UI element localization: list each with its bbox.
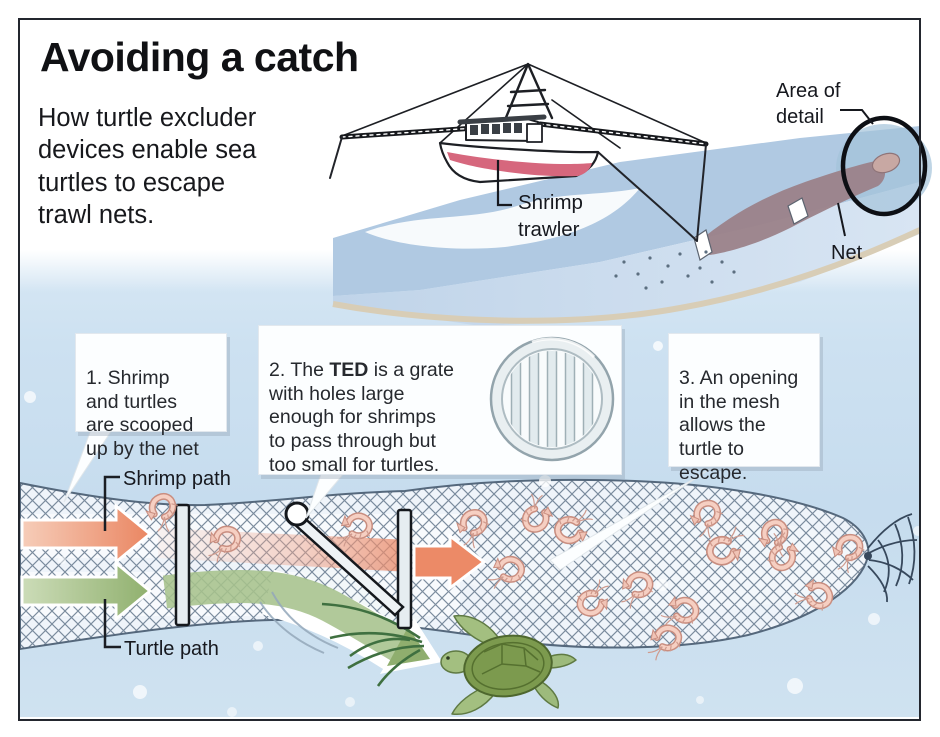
area-of-detail-label: Area of detail — [776, 80, 841, 128]
turtle-path-arrow — [20, 559, 153, 623]
shrimp-path-arrow — [20, 502, 153, 566]
turtle-path-label: Turtle path — [124, 638, 219, 660]
underwater-trawl-net — [614, 152, 901, 290]
water-swirl-lines — [259, 591, 339, 654]
step-1-callout: 1. Shrimp and turtles are scooped up by … — [75, 333, 227, 460]
net-tail-knot — [864, 513, 918, 603]
callout-tails — [63, 426, 712, 571]
turtle-path-bracket — [103, 599, 121, 649]
step-2-callout: 2. The TED is a grate with holes large e… — [258, 325, 622, 476]
cabin-windows — [470, 123, 522, 135]
debris-specks — [614, 250, 736, 290]
page-title: Avoiding a catch — [40, 34, 359, 80]
net-label: Net — [831, 242, 863, 264]
shrimp-trawler-pointer-line — [496, 160, 512, 207]
step-1-text: 1. Shrimp and turtles are scooped up by … — [86, 366, 199, 461]
shrimp-trawler-label: Shrimp trawler — [518, 191, 583, 241]
shrimp-trawler-boat — [329, 62, 709, 242]
area-of-detail-circle — [840, 115, 928, 217]
net-pointer-line — [837, 202, 846, 237]
step-3-text: 3. An opening in the mesh allows the tur… — [679, 366, 799, 484]
shrimp-path-label: Shrimp path — [123, 468, 231, 490]
area-of-detail-pointer-line — [840, 109, 874, 125]
ted-grate-icon — [489, 336, 615, 462]
shrimp-path-arrow-after-ted — [412, 532, 487, 592]
seagrass — [321, 602, 425, 687]
step-3-callout: 3. An opening in the mesh allows the tur… — [668, 333, 820, 484]
shrimp-path-bracket — [103, 475, 120, 531]
step-2-text: 2. The TED is a grate with holes large e… — [269, 358, 454, 476]
ted-grate-side-view — [284, 501, 413, 630]
page-subtitle: How turtle excluder devices enable sea t… — [38, 104, 257, 230]
net-frame-bar — [174, 503, 191, 627]
sea-turtle — [440, 614, 577, 716]
